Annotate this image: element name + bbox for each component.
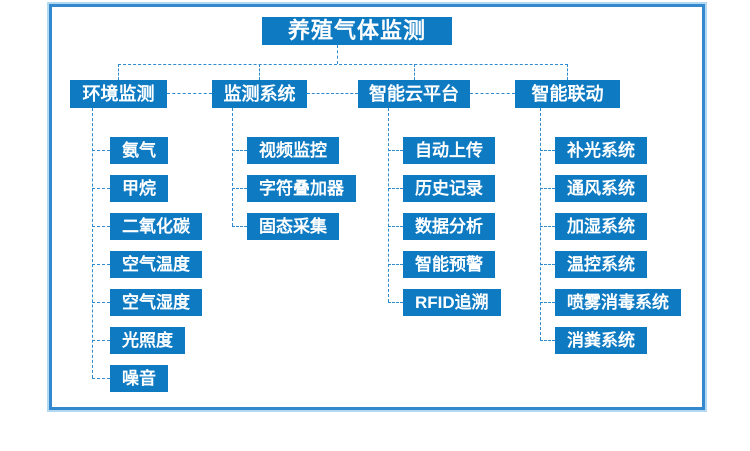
leaf-manure-removal-system: 消粪系统 <box>555 327 647 354</box>
connector-line <box>232 150 247 151</box>
connector-line <box>118 64 119 80</box>
leaf-smart-warning: 智能预警 <box>403 251 495 278</box>
leaf-history-records: 历史记录 <box>403 175 495 202</box>
connector-line <box>232 108 233 226</box>
connector-line <box>232 226 247 227</box>
leaf-rfid-traceability: RFID追溯 <box>403 289 501 316</box>
connector-line <box>388 302 403 303</box>
connector-line <box>92 150 110 151</box>
connector-line <box>540 226 555 227</box>
branch-smart-linkage: 智能联动 <box>515 80 620 108</box>
connector-line <box>388 226 403 227</box>
leaf-video-monitoring: 视频监控 <box>247 137 339 164</box>
connector-line <box>540 264 555 265</box>
connector-line <box>92 264 110 265</box>
connector-line <box>388 108 389 302</box>
leaf-illuminance: 光照度 <box>110 327 185 354</box>
leaf-carbon-dioxide: 二氧化碳 <box>110 213 202 240</box>
connector-line <box>307 93 358 94</box>
connector-line <box>118 64 568 65</box>
connector-line <box>540 340 555 341</box>
leaf-air-humidity: 空气湿度 <box>110 289 202 316</box>
connector-line <box>337 45 338 64</box>
connector-line <box>388 264 403 265</box>
connector-line <box>92 340 110 341</box>
leaf-ventilation-system: 通风系统 <box>555 175 647 202</box>
connector-line <box>540 302 555 303</box>
leaf-noise: 噪音 <box>110 365 168 392</box>
connector-line <box>232 188 247 189</box>
diagram-title: 养殖气体监测 <box>262 17 452 45</box>
connector-line <box>540 108 541 340</box>
leaf-character-overlay: 字符叠加器 <box>247 175 356 202</box>
connector-line <box>470 93 515 94</box>
leaf-auto-upload: 自动上传 <box>403 137 495 164</box>
connector-line <box>92 108 93 378</box>
connector-line <box>92 226 110 227</box>
connector-line <box>388 150 403 151</box>
leaf-ammonia: 氨气 <box>110 137 168 164</box>
leaf-temperature-control-system: 温控系统 <box>555 251 647 278</box>
connector-line <box>567 64 568 80</box>
leaf-solid-state-collection: 固态采集 <box>247 213 339 240</box>
connector-line <box>167 93 212 94</box>
leaf-humidification-system: 加湿系统 <box>555 213 647 240</box>
connector-line <box>388 188 403 189</box>
connector-line <box>92 378 110 379</box>
connector-line <box>540 188 555 189</box>
connector-line <box>540 150 555 151</box>
leaf-methane: 甲烷 <box>110 175 168 202</box>
connector-line <box>259 64 260 80</box>
connector-line <box>92 302 110 303</box>
leaf-spray-disinfection-system: 喷雾消毒系统 <box>555 289 681 316</box>
branch-environment-monitoring: 环境监测 <box>70 80 167 108</box>
branch-smart-cloud-platform: 智能云平台 <box>358 80 470 108</box>
leaf-data-analysis: 数据分析 <box>403 213 495 240</box>
leaf-air-temperature: 空气温度 <box>110 251 202 278</box>
leaf-light-supplement-system: 补光系统 <box>555 137 647 164</box>
branch-monitoring-system: 监测系统 <box>212 80 307 108</box>
connector-line <box>414 64 415 80</box>
connector-line <box>92 188 110 189</box>
